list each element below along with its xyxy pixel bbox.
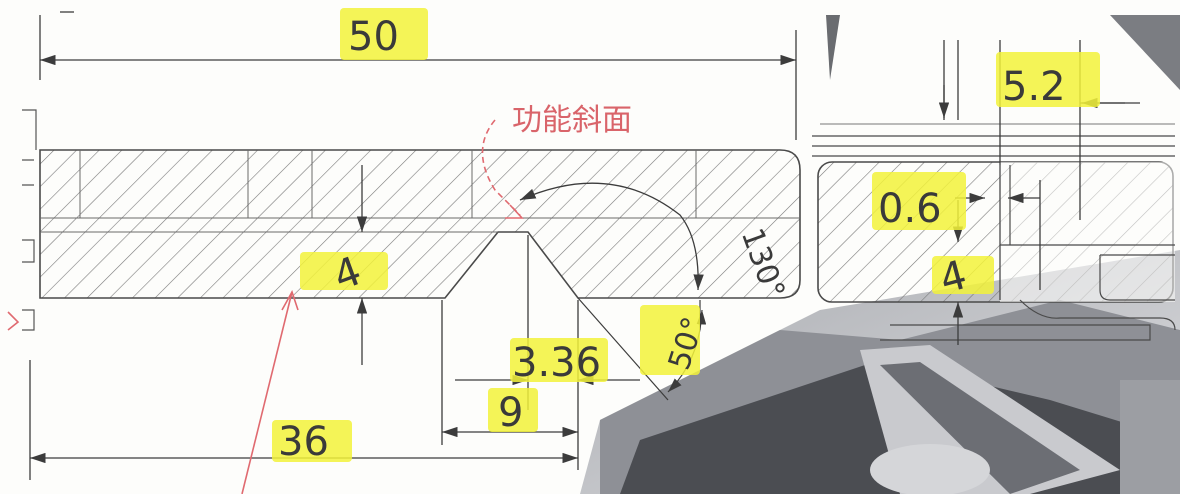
dim-offset: 3.36	[512, 340, 601, 386]
highlights	[272, 8, 1100, 462]
part-photo	[580, 250, 1180, 494]
dim-clearance: 0.6	[878, 186, 942, 232]
dim-step-width: 5.2	[1002, 64, 1066, 110]
dim-left-distance: 36	[278, 419, 329, 465]
dim-groove-width: 9	[498, 390, 523, 436]
red-annotation	[7, 119, 524, 494]
left-section	[22, 109, 801, 401]
photo-corner-top	[826, 15, 1180, 90]
functional-slope-note: 功能斜面	[512, 103, 632, 138]
dim-overall-length: 50	[348, 14, 399, 60]
